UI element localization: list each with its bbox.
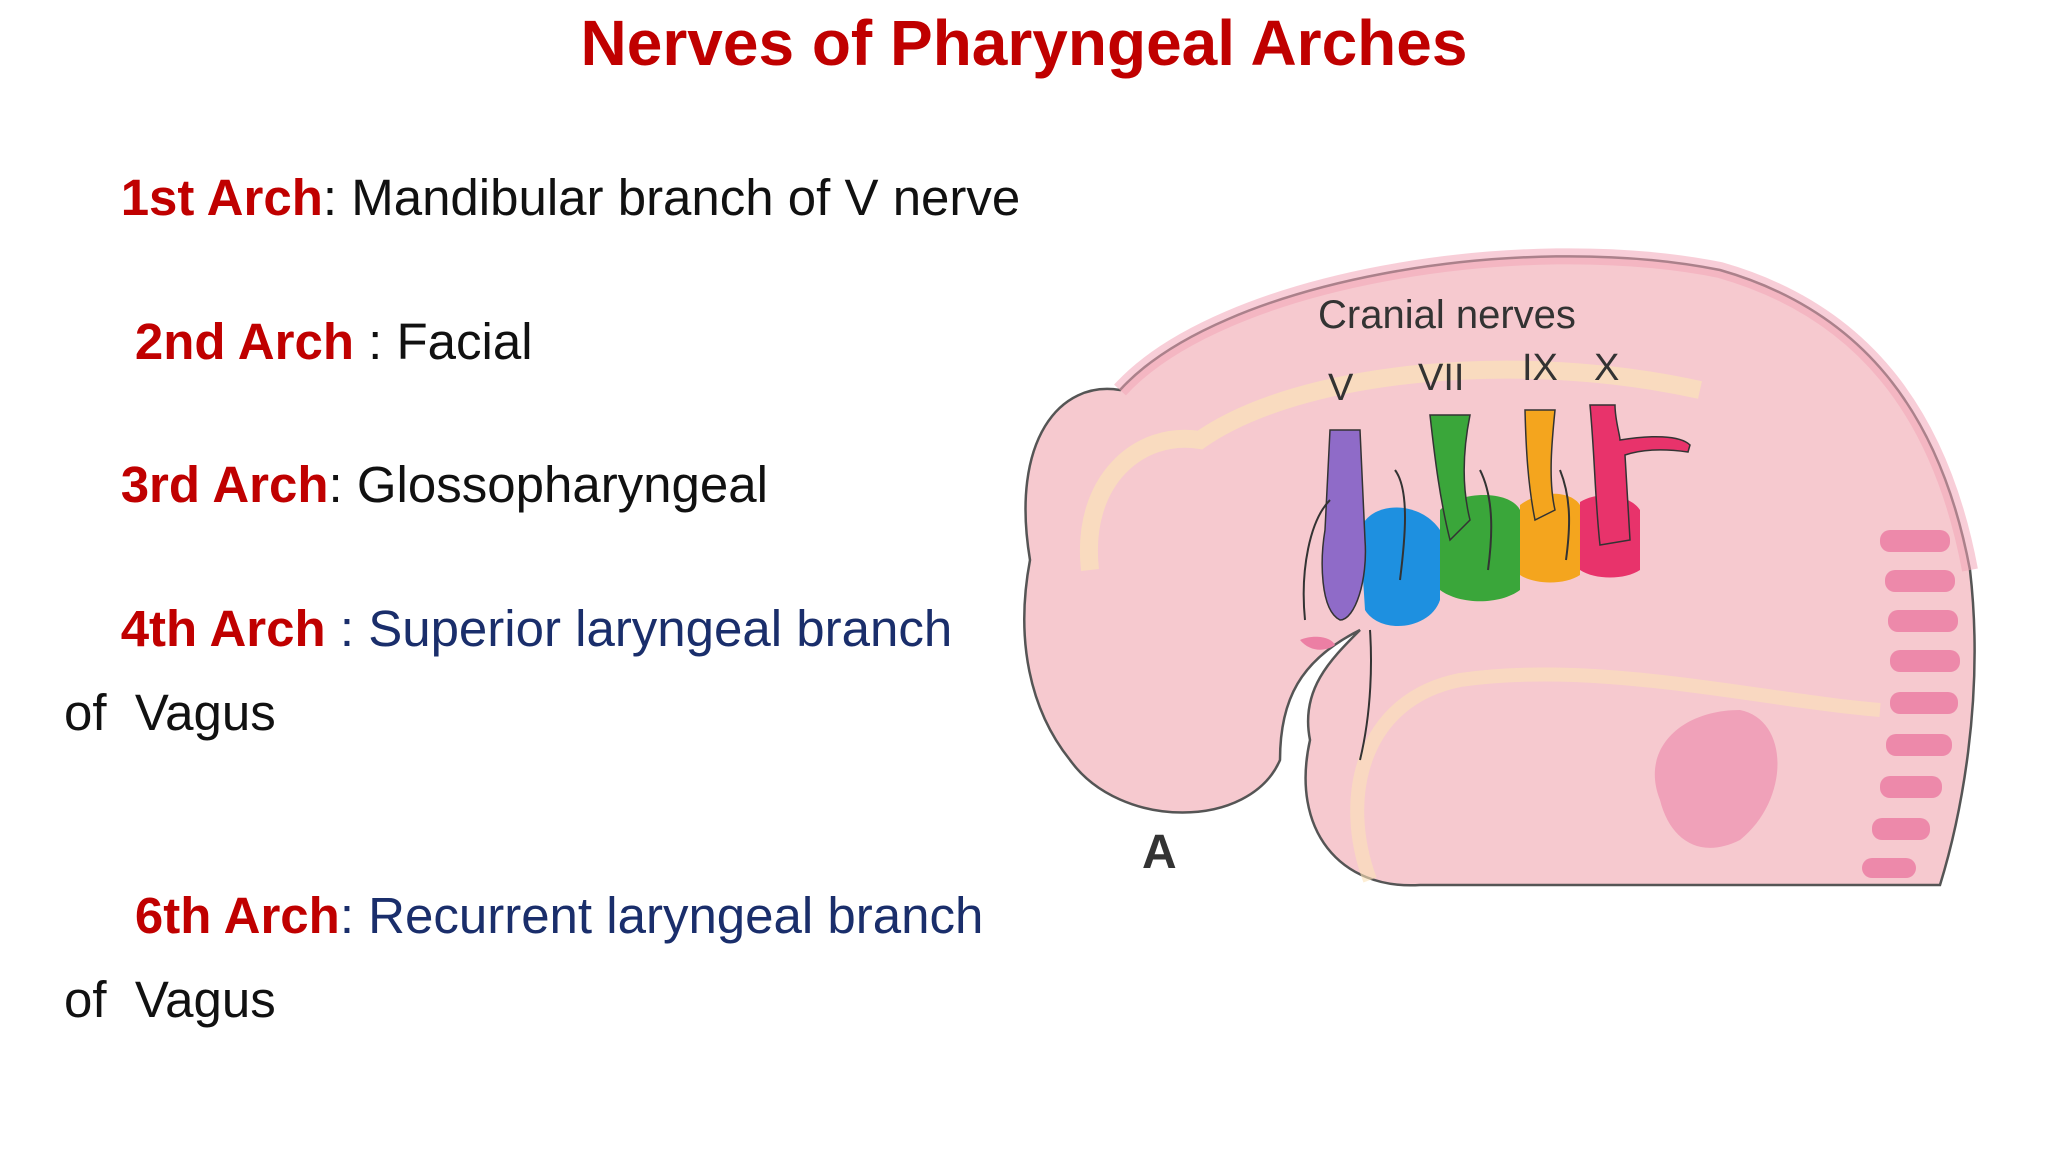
somite <box>1890 692 1958 714</box>
arch-4-line: 4th Arch : Superior laryngeal branch <box>64 539 953 719</box>
arch-4-separator: : <box>325 600 369 657</box>
arch-1-label: 1st Arch <box>120 169 323 226</box>
nerve-v <box>1321 429 1367 621</box>
nerve-fiber <box>1559 469 1571 561</box>
arch-3-label: 3rd Arch <box>120 456 329 513</box>
figure-heading: Cranial nerves <box>1318 293 1576 337</box>
embryo-illustration: Cranial nerves V VII IX X A <box>1023 248 1978 887</box>
somite <box>1880 530 1950 552</box>
nerve-fiber <box>1479 469 1493 571</box>
arch-2-nerve: Facial <box>396 313 533 370</box>
arch-1-separator: : <box>322 169 352 226</box>
nerve-x <box>1589 404 1691 546</box>
arch-3-separator: : <box>328 456 357 513</box>
arch-3-line: 3rd Arch: Glossopharyngeal <box>64 395 768 575</box>
somite <box>1885 570 1955 592</box>
somite <box>1888 610 1958 632</box>
arch-6-separator: : <box>339 887 369 944</box>
arch-6-line: 6th Arch: Recurrent laryngeal branch <box>64 826 984 1006</box>
arch-2-label: 2nd Arch <box>120 313 354 370</box>
slide-title: Nerves of Pharyngeal Arches <box>580 7 1468 79</box>
arch-4-continuation: of Vagus <box>64 684 276 741</box>
arch-6-label: 6th Arch <box>120 887 340 944</box>
somite <box>1862 858 1916 878</box>
arch-4-nerve: Superior laryngeal branch <box>368 600 953 657</box>
arch-3-nerve: Glossopharyngeal <box>356 456 768 513</box>
nerve-fibers <box>1302 469 1571 761</box>
embryo-lower-band <box>1350 667 1881 883</box>
arch-1-nerve: Mandibular branch of V nerve <box>351 169 1021 226</box>
nerve-fiber <box>1394 469 1406 581</box>
somite <box>1880 776 1942 798</box>
panel-letter: A <box>1142 826 1177 879</box>
arch-2-separator: : <box>354 313 397 370</box>
arch-4-label: 4th Arch <box>120 600 326 657</box>
arch-blue <box>1360 507 1440 627</box>
somite <box>1886 734 1952 756</box>
heart-bulge <box>1654 710 1778 848</box>
arch-6-continuation: of Vagus <box>64 971 276 1028</box>
somite <box>1890 650 1960 672</box>
nerve-fiber <box>1302 499 1331 621</box>
nerve-label-ix: IX <box>1522 347 1558 389</box>
embryo-rim <box>1114 248 1978 572</box>
embryo-diagram: Cranial nerves V VII IX X A <box>1000 240 2000 900</box>
somite <box>1872 818 1930 840</box>
nerve-label-v: V <box>1328 367 1354 409</box>
nerve-vii <box>1429 414 1471 542</box>
arch-6-nerve: Recurrent laryngeal branch <box>368 887 984 944</box>
embryo-inner-band <box>1079 360 1702 571</box>
nerve-label-vii: VII <box>1418 357 1464 399</box>
oral-mark <box>1300 636 1335 650</box>
nerve-ix <box>1524 409 1556 522</box>
somites <box>1862 530 1960 878</box>
arch-1-line: 1st Arch: Mandibular branch of V nerve <box>64 108 1021 288</box>
nerve-label-x: X <box>1594 347 1619 389</box>
arch-2-line: 2nd Arch : Facial <box>64 252 533 432</box>
nerve-fiber <box>1359 629 1372 761</box>
